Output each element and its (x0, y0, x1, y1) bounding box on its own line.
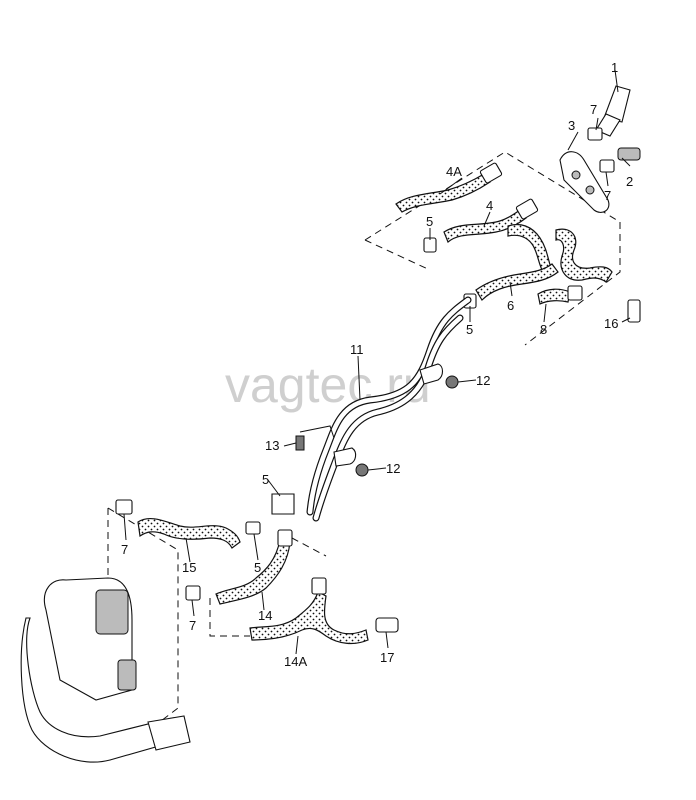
lower-hose-group (20, 493, 399, 763)
bolt-13 (295, 435, 305, 451)
heater-control-box (95, 589, 129, 635)
nut-12-upper (445, 375, 459, 389)
part-16 (627, 299, 641, 323)
hose-14A-top (311, 577, 327, 595)
callout-16: 16 (604, 316, 618, 331)
hose-15 (137, 518, 241, 549)
callout-5-upper: 5 (426, 214, 433, 229)
hose-14-end (277, 529, 293, 547)
callout-2: 2 (626, 174, 633, 189)
exhaust-muffler (147, 715, 191, 751)
callout-5-pipe: 5 (262, 472, 269, 487)
callout-7-lower: 7 (189, 618, 196, 633)
hose-joint-b (555, 228, 613, 283)
connector-2 (617, 147, 641, 161)
hose-8-connector (567, 285, 583, 301)
callout-14: 14 (258, 608, 272, 623)
nut-12-lower (355, 463, 369, 477)
callout-7-left: 7 (121, 542, 128, 557)
hose-14A (249, 591, 369, 645)
callout-5-right: 5 (466, 322, 473, 337)
part-17 (375, 617, 399, 633)
callout-labels: 1 2 3 4 4A 5 5 5 5 6 7 7 7 7 8 11 12 12 … (121, 60, 633, 669)
heater-flange-3 (559, 151, 610, 213)
callout-1: 1 (611, 60, 618, 75)
clamp-5-lower (245, 521, 261, 535)
hose-8 (537, 288, 571, 305)
coolant-pipe-11 (299, 296, 472, 522)
callout-4A: 4A (446, 164, 462, 179)
callout-7-right: 7 (604, 188, 611, 203)
bracket-lower (333, 447, 357, 467)
hose-4-connector (515, 198, 539, 220)
callout-14A: 14A (284, 654, 307, 669)
clamp-7-top (587, 127, 603, 141)
callout-15: 15 (182, 560, 196, 575)
callout-6: 6 (507, 298, 514, 313)
leader-lines (123, 69, 631, 655)
clamp-7-right (599, 159, 615, 173)
bracket-upper (419, 363, 444, 385)
callout-7-top: 7 (590, 102, 597, 117)
heater-pump (117, 659, 137, 691)
clamp-7-lower (185, 585, 201, 601)
callout-8: 8 (540, 322, 547, 337)
hose-joint-a (507, 223, 553, 275)
callout-3: 3 (568, 118, 575, 133)
clamp-7-left (115, 499, 133, 515)
upper-hose-group (364, 85, 641, 346)
clamp-5-pipe (271, 493, 295, 515)
callout-5-lower: 5 (254, 560, 261, 575)
callout-4: 4 (486, 198, 493, 213)
hose-4A (395, 173, 491, 213)
callout-11: 11 (350, 342, 364, 357)
callout-12-upper: 12 (476, 373, 490, 388)
hose-4A-connector (479, 162, 503, 184)
clamp-5-upper (423, 237, 437, 253)
hose-6 (475, 263, 559, 301)
callout-12-lower: 12 (386, 461, 400, 476)
callout-13: 13 (265, 438, 279, 453)
hose-14 (215, 539, 291, 605)
callout-17: 17 (380, 650, 394, 665)
